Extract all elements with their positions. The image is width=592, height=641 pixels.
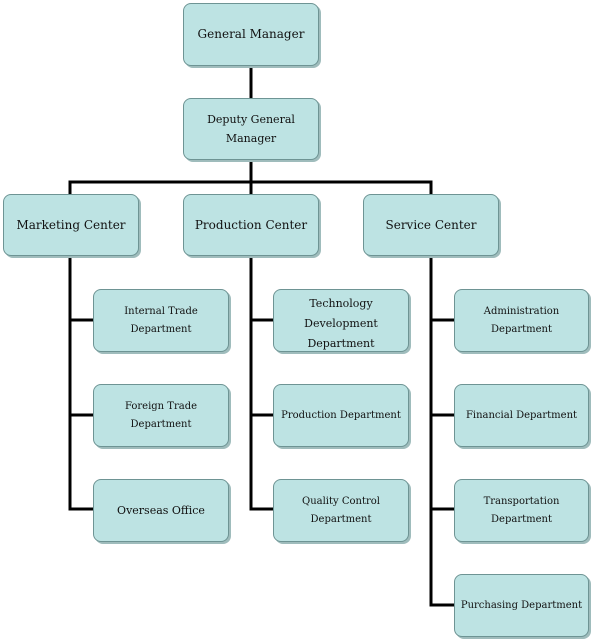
node-transportation-department: Transportation Department	[454, 479, 589, 542]
node-financial-department: Financial Department	[454, 384, 589, 447]
node-internal-trade-department: Internal Trade Department	[93, 289, 229, 352]
node-label: General Manager	[197, 27, 305, 41]
node-label: Service Center	[385, 217, 477, 232]
node-label: Financial Department	[465, 409, 578, 421]
node-production-department: Production Department	[273, 384, 409, 447]
node-service-center: Service Center	[363, 194, 499, 256]
node-label: Technology Development Department	[304, 297, 378, 350]
node-label: Marketing Center	[16, 217, 126, 232]
node-marketing-center: Marketing Center	[3, 194, 139, 256]
node-label: Internal Trade Department	[124, 306, 198, 335]
node-label: Quality Control Department	[302, 496, 380, 525]
node-label: Production Department	[281, 409, 401, 421]
node-label: Overseas Office	[117, 503, 205, 517]
node-general-manager: General Manager	[183, 3, 319, 66]
node-label: Purchasing Department	[460, 599, 583, 611]
node-overseas-office: Overseas Office	[93, 479, 229, 542]
node-production-center: Production Center	[183, 194, 319, 256]
node-label: Deputy General Manager	[207, 112, 295, 145]
node-label: Foreign Trade Department	[124, 401, 198, 430]
node-foreign-trade-department: Foreign Trade Department	[93, 384, 229, 447]
node-label: Production Center	[194, 217, 308, 232]
node-label: Transportation Department	[483, 496, 560, 525]
node-administration-department: Administration Department	[454, 289, 589, 352]
node-purchasing-department: Purchasing Department	[454, 574, 589, 637]
node-quality-control-department: Quality Control Department	[273, 479, 409, 542]
node-label: Administration Department	[483, 306, 560, 335]
node-technology-development-department: Technology Development Department	[273, 289, 409, 352]
node-deputy-general-manager: Deputy General Manager	[183, 98, 319, 160]
